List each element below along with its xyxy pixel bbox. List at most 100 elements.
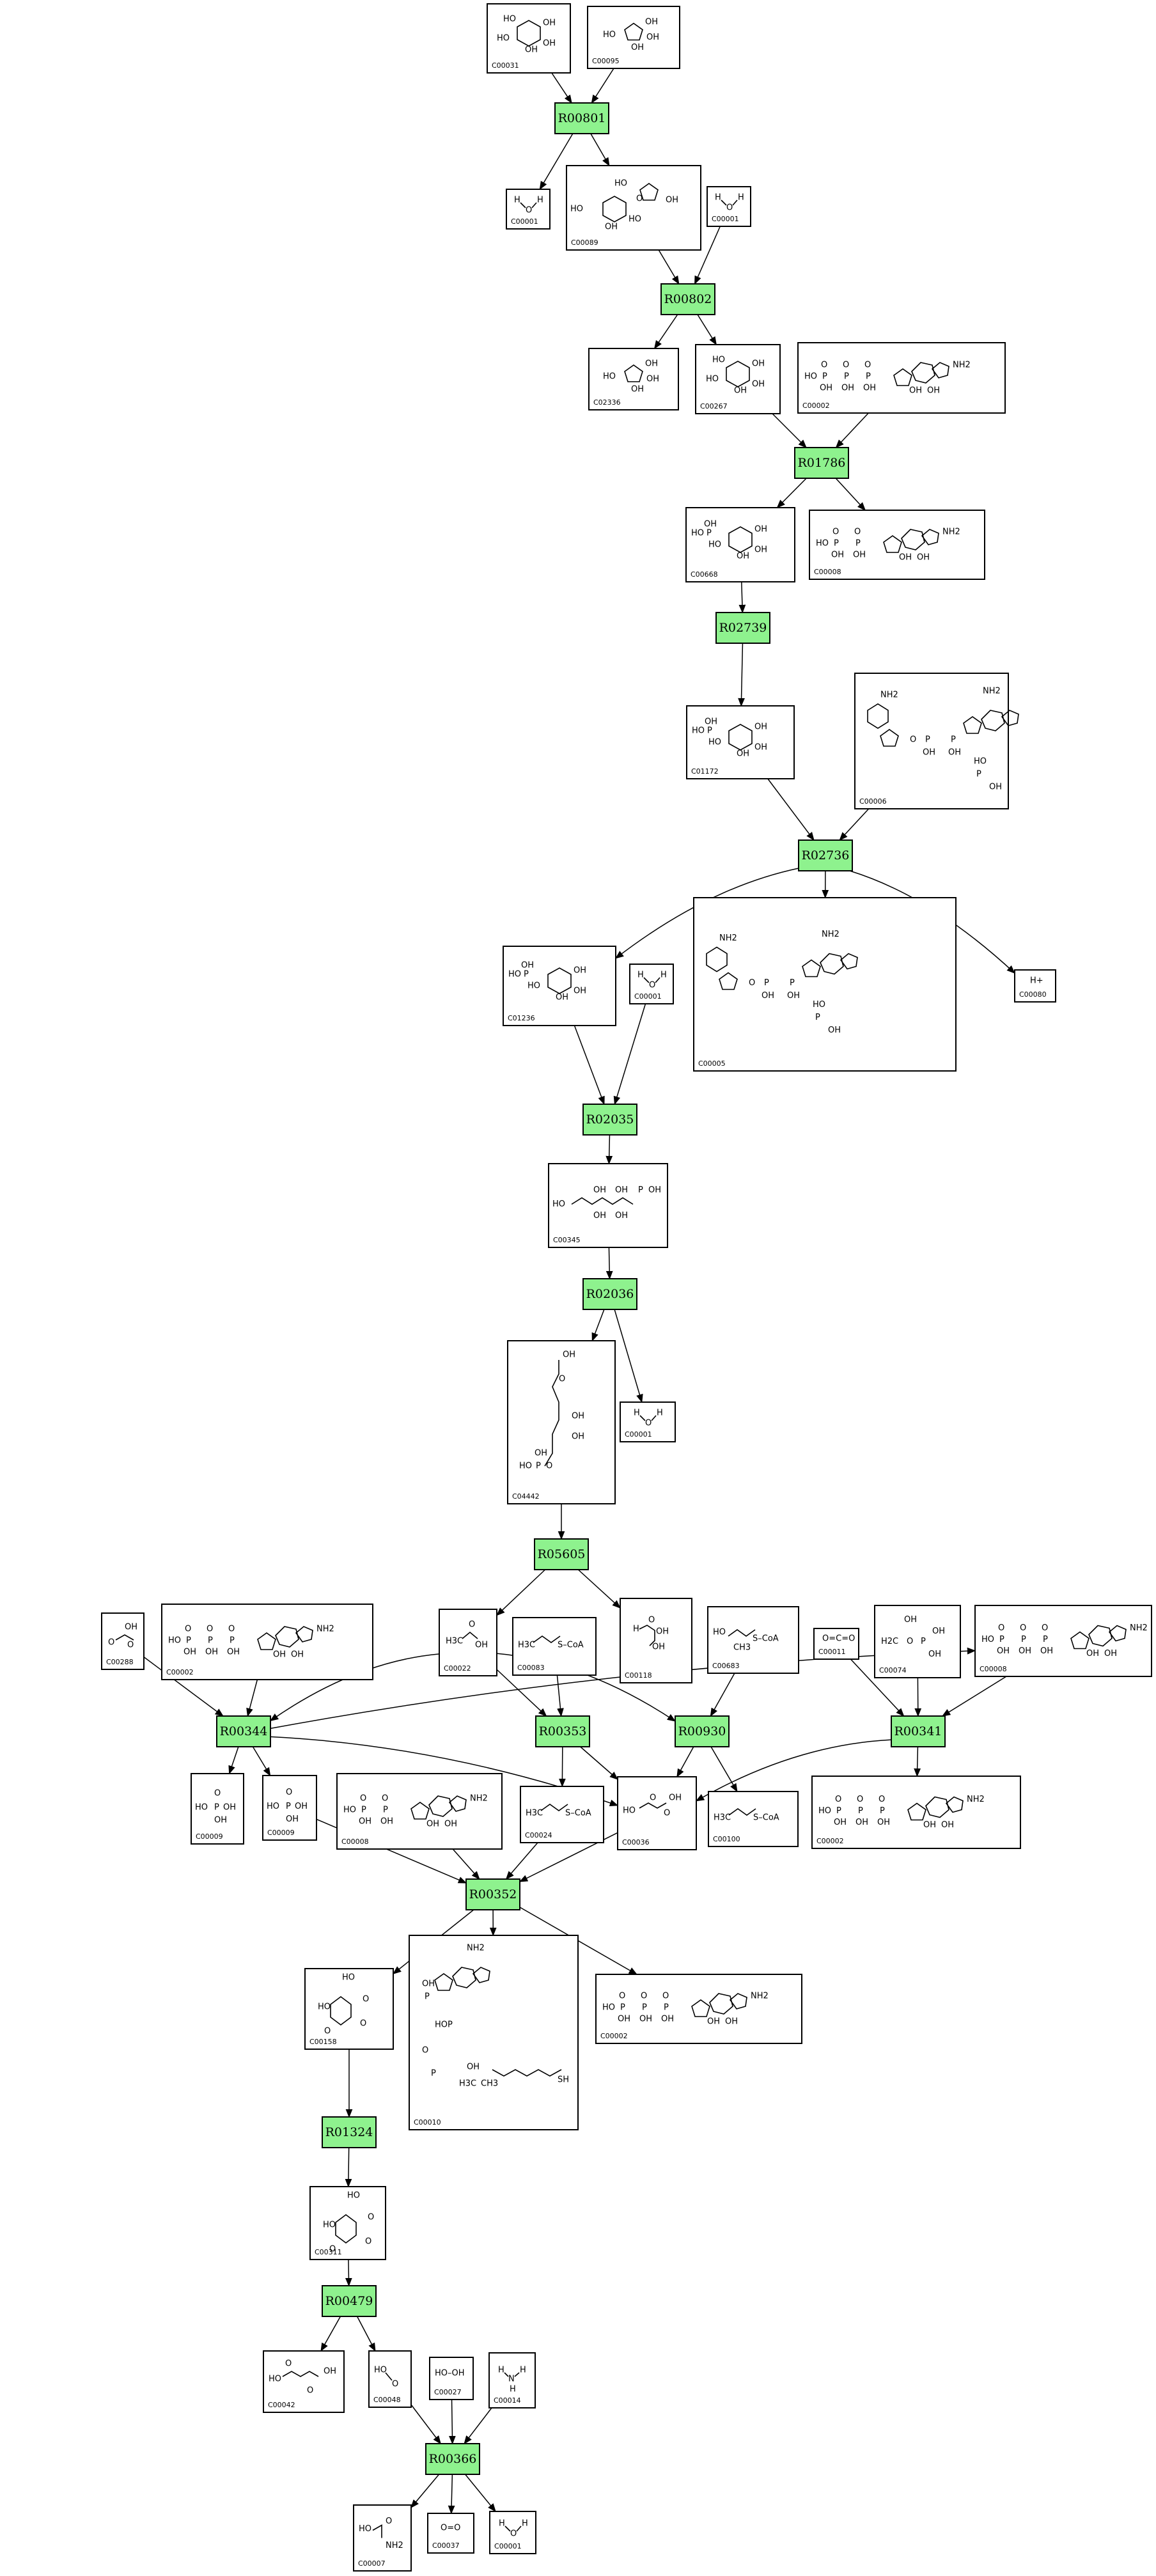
- compound-box[interactable]: [353, 2504, 412, 2572]
- reaction-box[interactable]: [554, 102, 609, 134]
- compound-box[interactable]: [566, 165, 701, 251]
- compound-box[interactable]: [629, 964, 674, 1004]
- reaction-box[interactable]: [425, 2443, 480, 2475]
- compound-box[interactable]: [854, 673, 1009, 809]
- reaction-node[interactable]: R01786: [794, 447, 849, 479]
- compound-box[interactable]: [488, 2352, 536, 2408]
- compound-box[interactable]: [620, 1598, 692, 1683]
- compound-box[interactable]: [263, 2350, 345, 2413]
- compound-box[interactable]: [368, 2350, 412, 2408]
- compound-box[interactable]: [708, 1791, 799, 1847]
- compound-node[interactable]: H+C00080: [1014, 969, 1056, 1003]
- compound-box[interactable]: [427, 2513, 474, 2554]
- compound-box[interactable]: [262, 1775, 317, 1841]
- compound-box[interactable]: [191, 1773, 244, 1845]
- compound-box[interactable]: [161, 1604, 373, 1680]
- reaction-box[interactable]: [715, 612, 770, 644]
- reaction-box[interactable]: [891, 1715, 946, 1747]
- compound-box[interactable]: [686, 705, 795, 779]
- reaction-node[interactable]: R00930: [675, 1715, 730, 1747]
- reaction-box[interactable]: [534, 1538, 589, 1570]
- compound-box[interactable]: [489, 2511, 536, 2554]
- reaction-node[interactable]: R02736: [798, 839, 853, 871]
- compound-box[interactable]: [797, 342, 1006, 414]
- reaction-node[interactable]: R00341: [891, 1715, 946, 1747]
- compound-box[interactable]: [548, 1163, 668, 1248]
- compound-box[interactable]: [707, 186, 751, 227]
- compound-box[interactable]: [695, 344, 781, 414]
- compound-box[interactable]: [304, 1968, 394, 2050]
- reaction-box[interactable]: [660, 283, 715, 315]
- compound-box[interactable]: [439, 1609, 497, 1676]
- reaction-box[interactable]: [582, 1278, 637, 1310]
- compound-box[interactable]: [503, 946, 616, 1026]
- reaction-box[interactable]: [322, 2116, 377, 2148]
- compound-box[interactable]: [685, 507, 795, 582]
- compound-box[interactable]: [429, 2357, 474, 2400]
- reaction-box[interactable]: [794, 447, 849, 479]
- reaction-node[interactable]: R00479: [322, 2285, 377, 2317]
- compound-box[interactable]: [707, 1606, 799, 1674]
- reaction-box[interactable]: [322, 2285, 377, 2317]
- reaction-node[interactable]: R00353: [535, 1715, 590, 1747]
- compound-box[interactable]: [809, 510, 985, 580]
- compound-box[interactable]: [620, 1401, 676, 1442]
- reaction-node[interactable]: R00352: [465, 1878, 520, 1910]
- compound-box[interactable]: [101, 1612, 144, 1670]
- compound-box[interactable]: [595, 1974, 802, 2044]
- reaction-node[interactable]: R05605: [534, 1538, 589, 1570]
- reaction-box[interactable]: [675, 1715, 730, 1747]
- compound-box[interactable]: [693, 897, 957, 1072]
- reaction-box[interactable]: [798, 839, 853, 871]
- compound-box[interactable]: [309, 2186, 386, 2260]
- compound-box[interactable]: [507, 1340, 616, 1504]
- compound-box[interactable]: [512, 1617, 597, 1676]
- reaction-node[interactable]: R02036: [582, 1278, 637, 1310]
- compound-box[interactable]: [409, 1935, 579, 2130]
- compound-box[interactable]: [813, 1628, 859, 1660]
- reaction-node[interactable]: R02035: [582, 1104, 637, 1136]
- reaction-node[interactable]: R00366: [425, 2443, 480, 2475]
- reaction-node[interactable]: R00802: [660, 283, 715, 315]
- compound-box[interactable]: [588, 348, 679, 410]
